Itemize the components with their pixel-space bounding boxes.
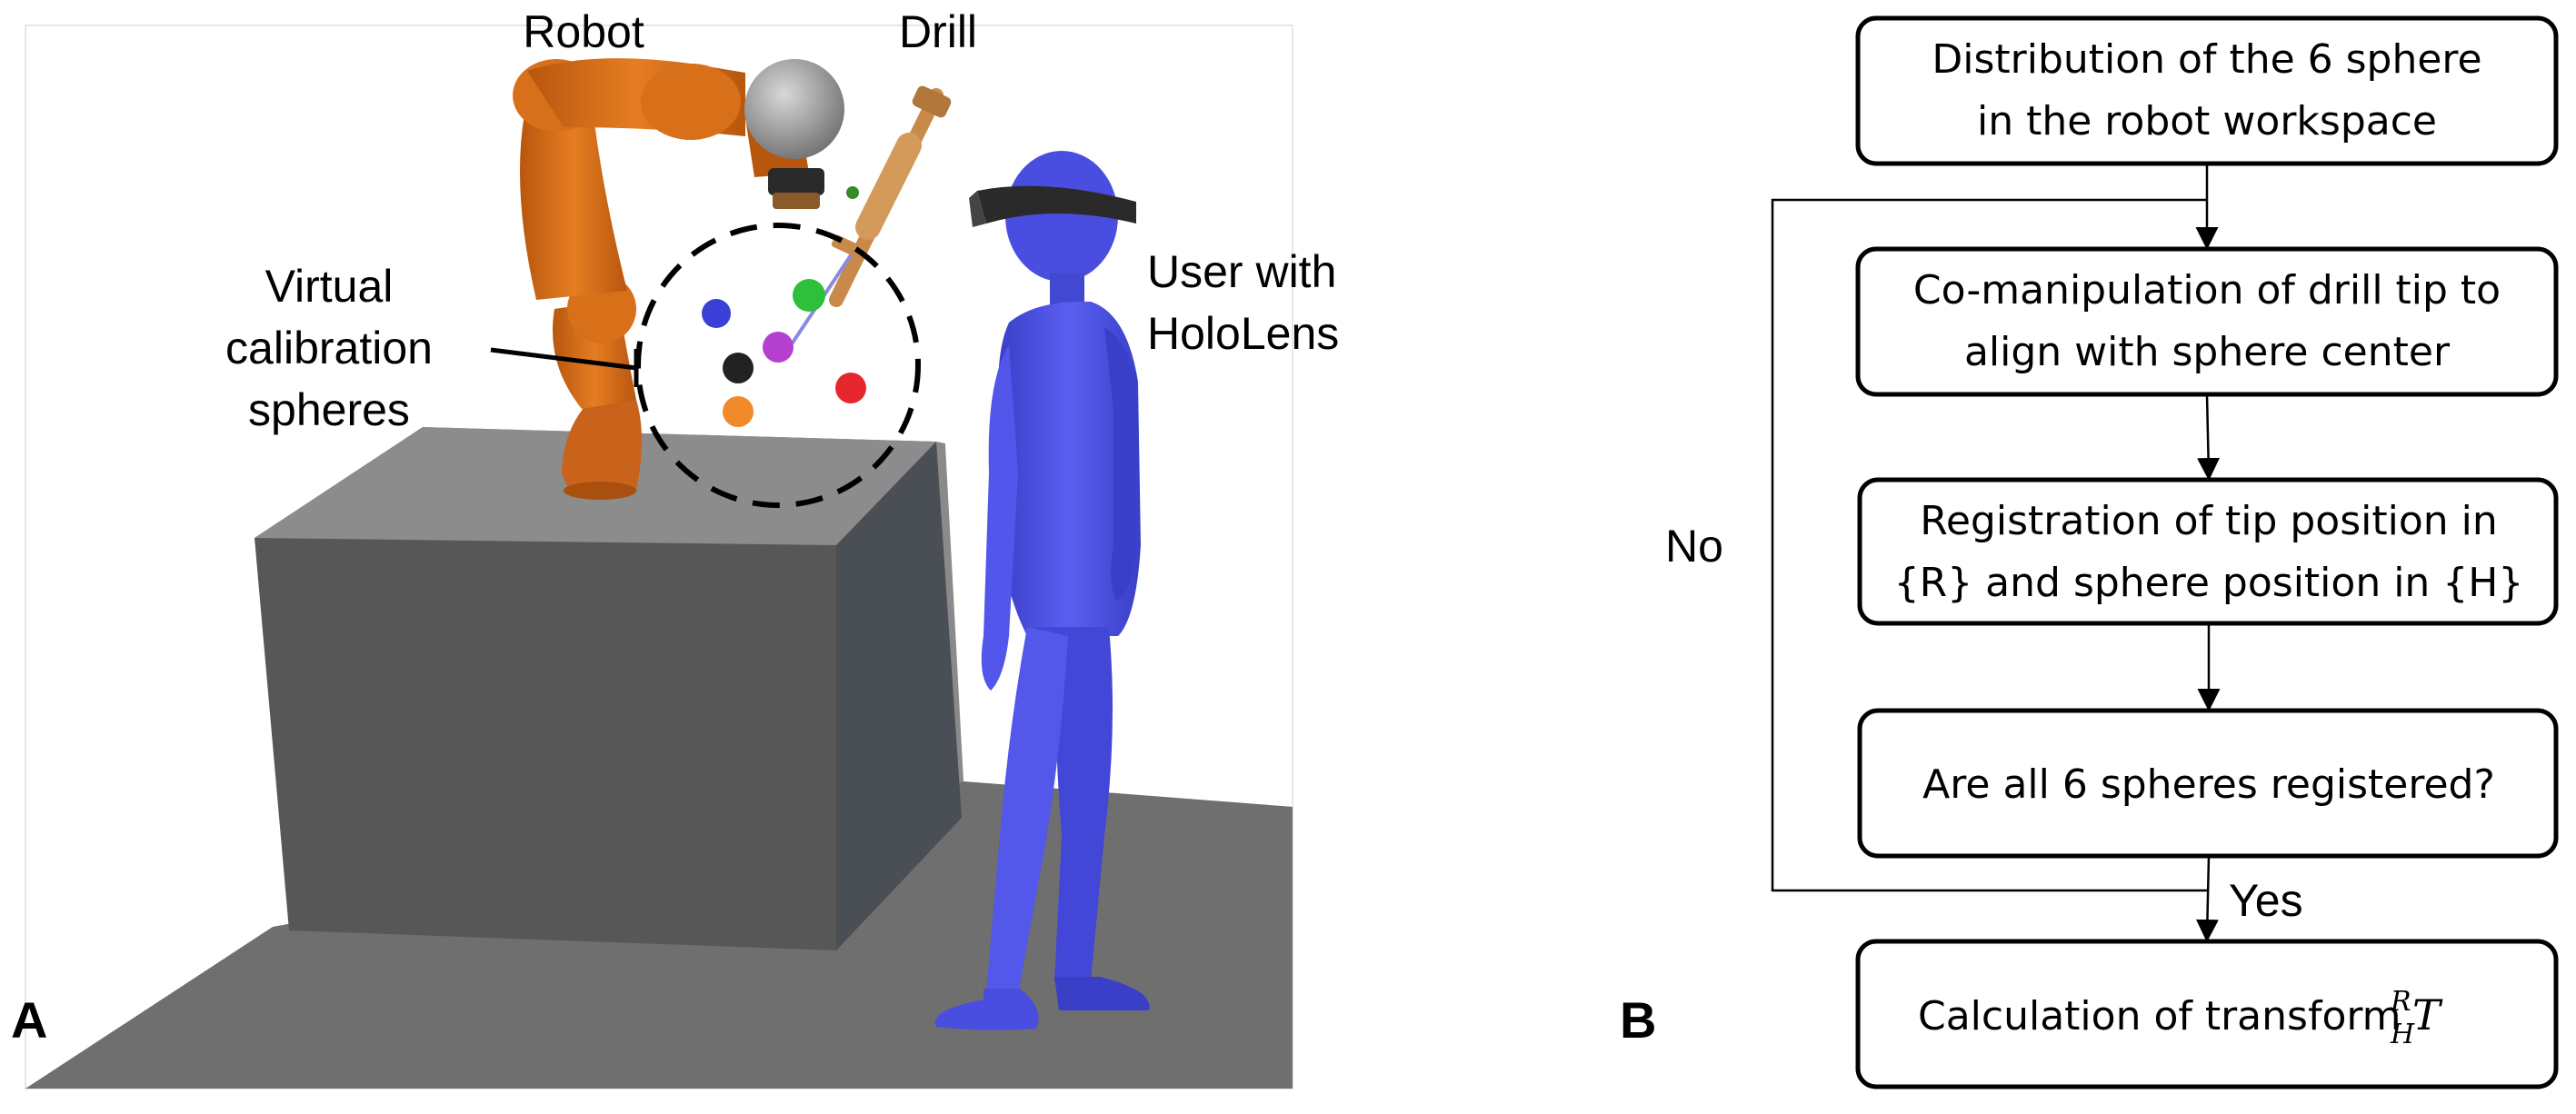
- label-user-line2: HoloLens: [1147, 308, 1339, 359]
- arrow-step4-step5: [2195, 855, 2219, 942]
- sphere-blue: [702, 299, 731, 328]
- step-distribution-line1: Distribution of the 6 sphere: [1932, 36, 2481, 83]
- panel-a-letter: A: [11, 991, 47, 1049]
- arrow-step2-step3: [2197, 393, 2221, 481]
- label-robot: Robot: [523, 6, 644, 57]
- sphere-red: [835, 373, 866, 403]
- step-comanipulation-line1: Co-manipulation of drill tip to: [1913, 267, 2501, 313]
- robot-arm: [513, 58, 844, 500]
- sphere-black: [723, 353, 754, 383]
- label-spheres-line2: calibration: [225, 323, 433, 373]
- panel-b-letter: B: [1620, 991, 1656, 1049]
- transform-symbol: T: [2412, 990, 2443, 1039]
- label-user-line1: User with: [1147, 246, 1336, 297]
- step-registration-line1: Registration of tip position in: [1920, 498, 2498, 544]
- step-comanipulation-box: Co-manipulation of drill tip to align wi…: [1855, 246, 2559, 397]
- decision-no-label: No: [1665, 521, 1723, 572]
- step-registration-line2: {R} and sphere position in {H}: [1894, 560, 2524, 606]
- panel-a-scene: Robot Drill User with HoloLens Virtual c…: [11, 6, 1339, 1089]
- sphere-green: [793, 279, 825, 312]
- sphere-orange: [723, 396, 754, 427]
- step-distribution-line2: in the robot workspace: [1977, 98, 2437, 144]
- label-drill: Drill: [899, 6, 977, 57]
- table-box: [255, 427, 964, 950]
- spheres-pointer-line: [490, 347, 637, 371]
- step-distribution-box: Distribution of the 6 sphere in the robo…: [1855, 15, 2559, 166]
- transform-superscript: R: [2390, 986, 2411, 1018]
- calibration-spheres: [702, 279, 866, 427]
- step-registration-box: Registration of tip position in {R} and …: [1857, 477, 2559, 626]
- table-side: [836, 442, 962, 950]
- step-comanipulation-line2: align with sphere center: [1964, 329, 2451, 375]
- no-loop-line: [1771, 198, 2209, 892]
- sphere-purple: [763, 332, 794, 363]
- step-transform-prefix: Calculation of transform: [1918, 993, 2401, 1039]
- user-figure: [934, 151, 1150, 1030]
- step-decision-box: Are all 6 spheres registered?: [1857, 708, 2559, 859]
- label-spheres-line3: spheres: [248, 384, 410, 435]
- label-spheres-line1: Virtual: [265, 261, 394, 312]
- step-transform-box: Calculation of transform R H T: [1855, 939, 2559, 1089]
- transform-subscript: H: [2390, 1019, 2415, 1050]
- step-transform-text: Calculation of transform: [1918, 993, 2401, 1039]
- decision-yes-label: Yes: [2229, 875, 2303, 926]
- step-decision-text: Are all 6 spheres registered?: [1922, 761, 2495, 808]
- table-front: [255, 538, 836, 950]
- panel-b-flowchart: B Distribution of the 6 sphere in the ro…: [1620, 15, 2559, 1089]
